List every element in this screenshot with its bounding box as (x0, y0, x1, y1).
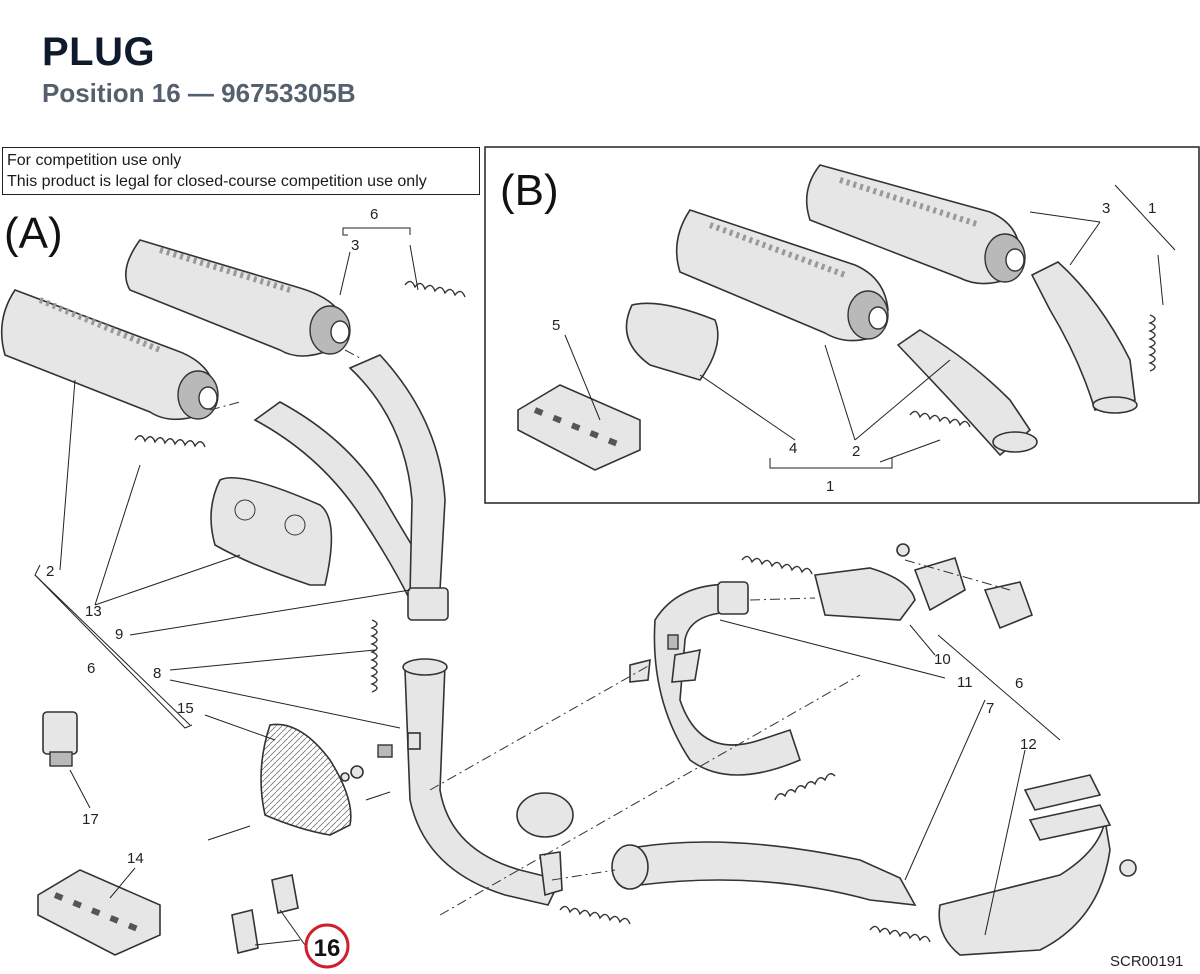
callout-12: 12 (1020, 736, 1037, 753)
spring-b-right (1148, 314, 1156, 372)
spring-lower-4 (869, 925, 931, 943)
spring-lower-1 (741, 555, 813, 575)
silencer-upper-a (124, 239, 351, 357)
notice-line-1: For competition use only (7, 152, 182, 169)
gasket-4 (625, 302, 719, 381)
callout-a-2: 2 (46, 563, 54, 580)
callout-a-6-top: 6 (370, 206, 378, 223)
callout-16: 16 (314, 935, 341, 962)
silencer-upper-b (805, 164, 1026, 285)
gasket-13 (210, 477, 333, 586)
callout-a-15: 15 (177, 700, 194, 717)
heat-guard-15 (260, 723, 352, 836)
bracket-14 (37, 869, 161, 956)
spring-lower-3 (559, 905, 631, 925)
headpipe-front (611, 774, 1137, 956)
highlight-ring-16 (304, 923, 350, 969)
callout-a-9: 9 (115, 626, 123, 643)
callout-a-8: 8 (153, 665, 161, 682)
page-subtitle: Position 16 — 96753305B (42, 78, 356, 108)
view-b-frame (484, 146, 1200, 504)
callout-a-3: 3 (351, 237, 359, 254)
spring-lower-2 (774, 773, 836, 801)
view-b-label: (B) (500, 166, 559, 215)
callout-6-lower: 6 (1015, 675, 1023, 692)
alignment-lines (209, 349, 1011, 916)
callout-a-17: 17 (82, 811, 99, 828)
spring-b-left (909, 410, 971, 428)
leader-lines (34, 184, 1176, 946)
callout-b-5: 5 (552, 317, 560, 334)
callout-b-1-right: 1 (1148, 200, 1156, 217)
callout-b-3: 3 (1102, 200, 1110, 217)
callout-a-6-left: 6 (87, 660, 95, 677)
fastener-hardware (207, 732, 421, 841)
plug-16-part (231, 874, 299, 954)
plug-17 (42, 711, 78, 767)
page-title: PLUG (42, 30, 156, 74)
drawing-code: SCR00191 (1110, 953, 1183, 970)
callout-10: 10 (934, 651, 951, 668)
callout-a-13: 13 (85, 603, 102, 620)
competition-notice: For competition use only This product is… (2, 147, 480, 195)
bracket-5 (517, 384, 641, 471)
callout-b-4: 4 (789, 440, 797, 457)
notice-line-2: This product is legal for closed-course … (7, 173, 427, 190)
callout-b-2: 2 (852, 443, 860, 460)
headpipe-rear (653, 557, 1034, 776)
silencer-lower-b (675, 209, 889, 342)
callout-11: 11 (957, 674, 973, 691)
spring-a-left (134, 435, 206, 448)
spring-a-top (404, 280, 466, 298)
link-pipe-b-left (896, 329, 1038, 457)
silencer-lower-a (0, 289, 219, 421)
view-a-label: (A) (4, 209, 63, 258)
link-pipe-b-right (1030, 261, 1138, 414)
callout-7: 7 (986, 700, 994, 717)
callout-a-14: 14 (127, 850, 144, 867)
callout-b-1-bottom: 1 (826, 478, 834, 495)
spring-a-mid (370, 619, 378, 693)
